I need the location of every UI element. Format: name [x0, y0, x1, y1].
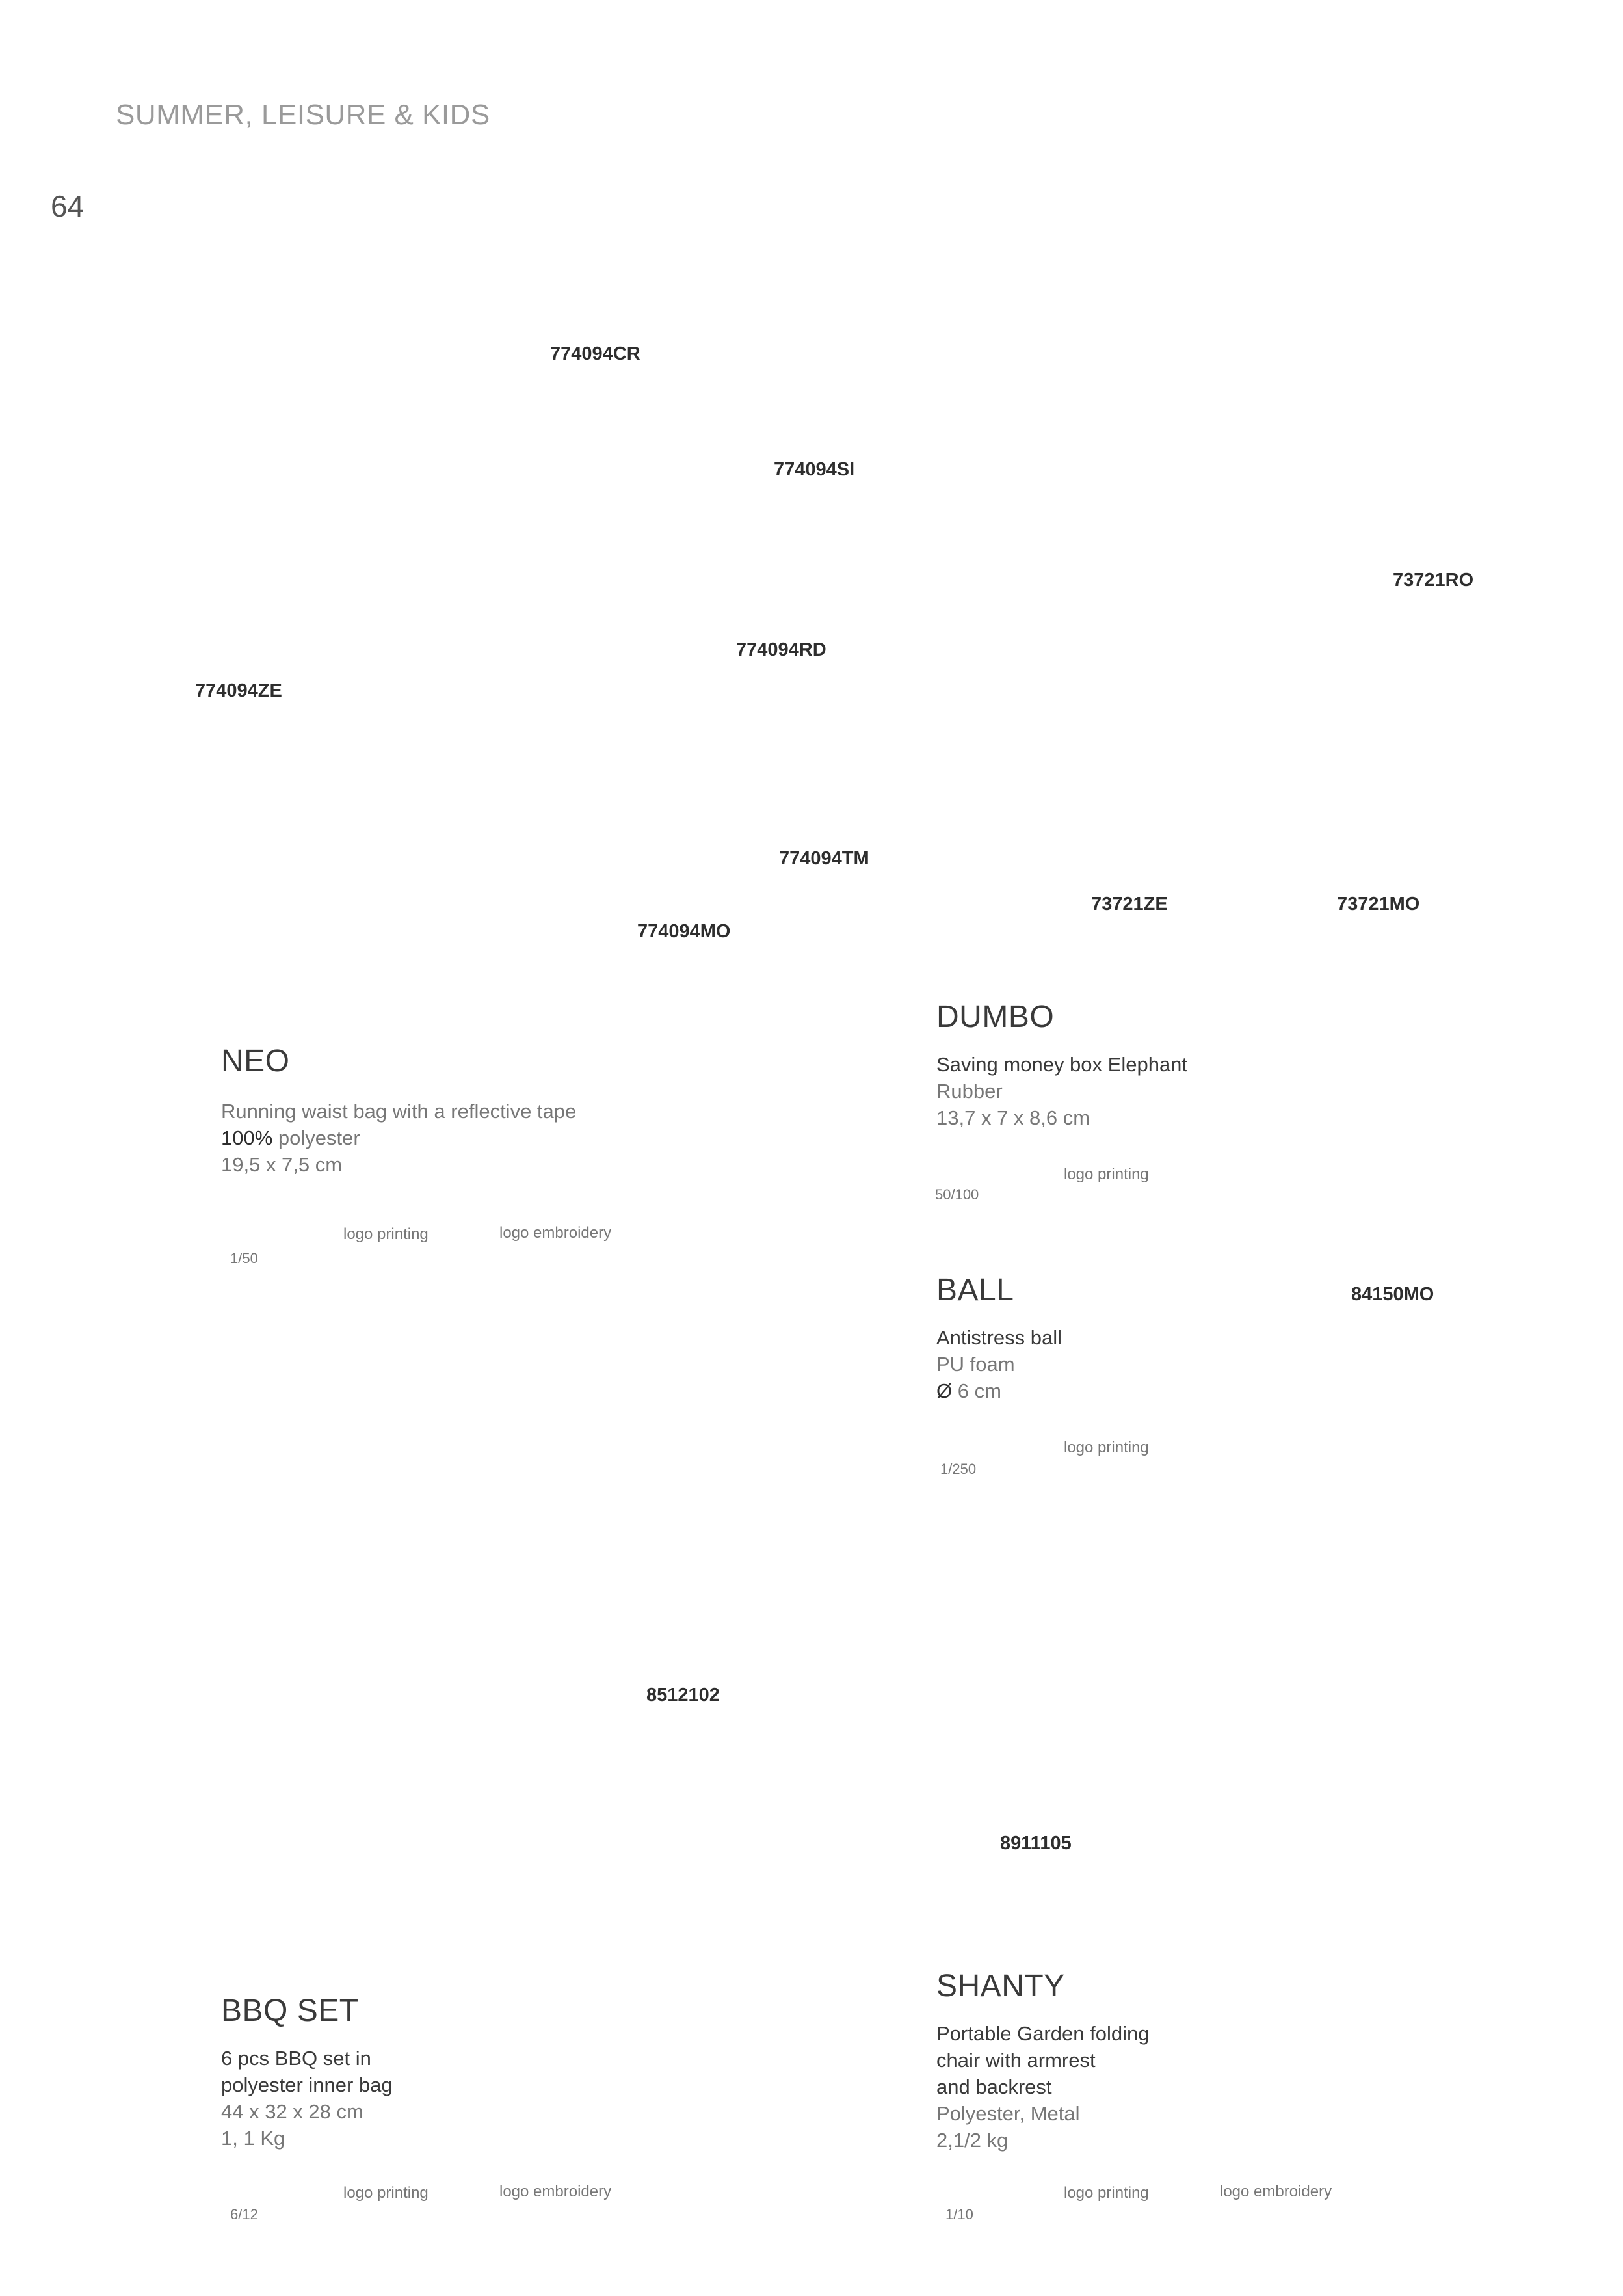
- shanty-line-2: chair with armrest: [936, 2049, 1096, 2072]
- dumbo-material: Rubber: [936, 1080, 1003, 1102]
- shanty-line-3: and backrest: [936, 2076, 1052, 2098]
- packing-quantity: 6/12: [230, 2206, 258, 2223]
- product-code: 84150MO: [1351, 1284, 1434, 1305]
- product-code: 73721RO: [1393, 570, 1474, 591]
- shanty-line-1: Portable Garden folding: [936, 2022, 1150, 2045]
- bbq-line-2: polyester inner bag: [221, 2074, 393, 2096]
- packing-quantity: 1/50: [230, 1250, 258, 1266]
- product-name-dumbo: DUMBO: [936, 1000, 1055, 1034]
- product-description-ball: Antistress ball PU foam Ø 6 cm: [936, 1324, 1062, 1404]
- neo-dimensions: 19,5 x 7,5 cm: [221, 1153, 343, 1176]
- product-description-bbq-set: 6 pcs BBQ set in polyester inner bag 44 …: [221, 2045, 393, 2152]
- ball-diameter-symbol: Ø: [936, 1380, 953, 1402]
- option-logo-printing: logo printing: [343, 1225, 429, 1243]
- product-description-shanty: Portable Garden folding chair with armre…: [936, 2020, 1149, 2154]
- shanty-weight: 2,1/2 kg: [936, 2129, 1009, 2152]
- option-logo-embroidery: logo embroidery: [499, 1224, 612, 1242]
- shanty-material: Polyester, Metal: [936, 2102, 1080, 2125]
- product-code: 774094RD: [736, 639, 826, 660]
- product-description-neo: Running waist bag with a reflective tape…: [221, 1098, 576, 1178]
- product-name-bbq-set: BBQ SET: [221, 1994, 359, 2028]
- dumbo-dimensions: 13,7 x 7 x 8,6 cm: [936, 1106, 1090, 1129]
- product-code: 774094CR: [550, 343, 640, 364]
- product-name-ball: BALL: [936, 1273, 1014, 1307]
- product-code: 774094MO: [637, 921, 731, 942]
- ball-line-1: Antistress ball: [936, 1326, 1062, 1349]
- product-code: 73721ZE: [1091, 894, 1168, 914]
- product-code: 774094ZE: [195, 680, 282, 701]
- product-name-shanty: SHANTY: [936, 1969, 1065, 2003]
- product-code: 8911105: [1000, 1833, 1072, 1854]
- product-code: 73721MO: [1337, 894, 1420, 914]
- option-logo-printing: logo printing: [343, 2184, 429, 2202]
- dumbo-line-1: Saving money box Elephant: [936, 1053, 1188, 1076]
- section-title: SUMMER, LEISURE & KIDS: [116, 99, 490, 131]
- product-code: 8512102: [646, 1685, 720, 1705]
- packing-quantity: 1/10: [945, 2206, 973, 2223]
- option-logo-embroidery: logo embroidery: [1220, 2183, 1332, 2200]
- option-logo-printing: logo printing: [1064, 1166, 1149, 1183]
- product-name-neo: NEO: [221, 1044, 290, 1078]
- bbq-dimensions: 44 x 32 x 28 cm: [221, 2100, 363, 2123]
- option-logo-embroidery: logo embroidery: [499, 2183, 612, 2200]
- ball-material: PU foam: [936, 1353, 1015, 1376]
- ball-diameter: 6 cm: [952, 1380, 1001, 1402]
- packing-quantity: 50/100: [935, 1186, 979, 1203]
- option-logo-printing: logo printing: [1064, 2184, 1149, 2202]
- neo-line-1: Running waist bag with a reflective tape: [221, 1100, 577, 1123]
- product-code: 774094SI: [774, 459, 855, 480]
- bbq-weight: 1, 1 Kg: [221, 2127, 285, 2150]
- product-code: 774094TM: [779, 848, 869, 869]
- product-description-dumbo: Saving money box Elephant Rubber 13,7 x …: [936, 1051, 1187, 1131]
- page-number: 64: [51, 189, 85, 223]
- packing-quantity: 1/250: [940, 1461, 977, 1477]
- option-logo-printing: logo printing: [1064, 1439, 1149, 1456]
- neo-material-percent: 100%: [221, 1127, 273, 1149]
- bbq-line-1: 6 pcs BBQ set in: [221, 2047, 371, 2070]
- neo-material: polyester: [272, 1127, 360, 1149]
